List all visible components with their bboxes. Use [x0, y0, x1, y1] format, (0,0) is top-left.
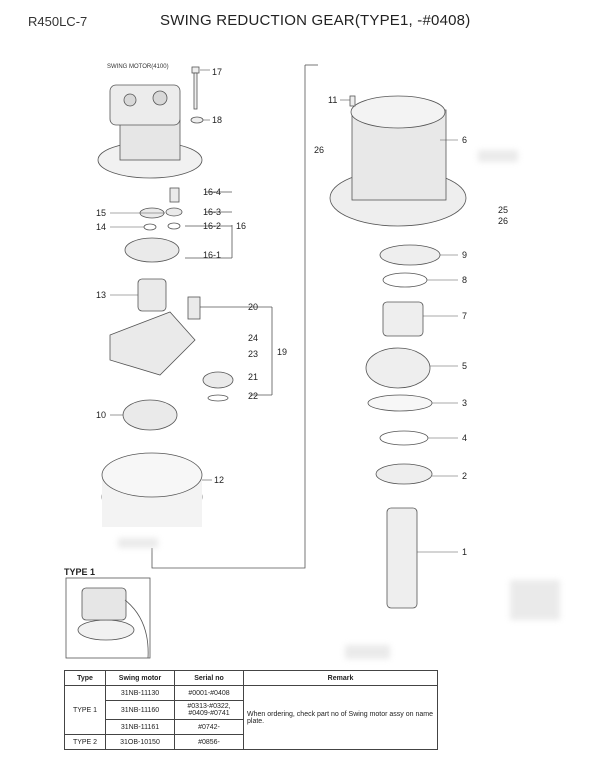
swing-motor-table: Type Swing motor Serial no Remark TYPE 1… — [64, 670, 438, 750]
table-cell-motor: 31NB-11161 — [105, 719, 175, 735]
table-cell-serial: #0856- — [174, 734, 244, 750]
part-label: 24 — [248, 333, 258, 343]
table-cell-type: TYPE 1 — [64, 685, 106, 735]
table-cell-motor: 31NB-11130 — [105, 685, 175, 701]
swing-motor-label: SWING MOTOR(4100) — [107, 64, 169, 70]
page-title: SWING REDUCTION GEAR(TYPE1, -#0408) — [160, 12, 471, 29]
table-row: TYPE 2 31OB-10150 #0856- — [64, 734, 438, 750]
table-cell-serial: #0001-#0408 — [174, 685, 244, 701]
table-header: Swing motor — [105, 670, 175, 686]
table-header: Type — [64, 670, 106, 686]
part-label: 25 — [498, 205, 508, 215]
part-label: 6 — [462, 135, 467, 145]
table-cell-type: TYPE 2 — [64, 734, 106, 750]
table-row: TYPE 1 31NB-11130 #0001-#0408 When order… — [64, 685, 438, 750]
table-cell-serial: #0742- — [174, 719, 244, 735]
part-label: 5 — [462, 361, 467, 371]
part-label: 14 — [96, 222, 106, 232]
part-label: 23 — [248, 349, 258, 359]
table-header: Remark — [243, 670, 438, 686]
part-label: 13 — [96, 290, 106, 300]
type1-label: TYPE 1 — [64, 567, 96, 577]
part-label: 21 — [248, 372, 258, 382]
part-label: 10 — [96, 410, 106, 420]
part-label: 4 — [462, 433, 467, 443]
part-label: 15 — [96, 208, 106, 218]
part-label: 11 — [328, 95, 337, 105]
redaction-mark — [118, 538, 158, 548]
part-label: 18 — [212, 115, 222, 125]
connector-frame — [151, 65, 306, 569]
part-label: 26 — [314, 145, 324, 155]
part-label: 7 — [462, 311, 467, 321]
swing-motor-drawing — [97, 84, 203, 179]
part-label: 2 — [462, 471, 467, 481]
part-label: 3 — [462, 398, 467, 408]
part-label: 9 — [462, 250, 467, 260]
table-cell-serial: #0313-#0322, #0409-#0741 — [174, 700, 244, 720]
part-label: 16 — [236, 221, 246, 231]
redaction-mark — [510, 580, 560, 620]
table-cell-motor: 31NB-11160 — [105, 700, 175, 720]
redaction-mark — [478, 150, 518, 162]
table-header: Serial no — [174, 670, 244, 686]
table-row: 31NB-11160 #0313-#0322, #0409-#0741 — [65, 700, 438, 720]
part-label: 22 — [248, 391, 258, 401]
redaction-mark — [345, 645, 390, 659]
part-label: 26 — [498, 216, 508, 226]
table-cell-motor: 31OB-10150 — [105, 734, 175, 750]
table-cell-remark: When ordering, check part no of Swing mo… — [243, 685, 438, 750]
part-label: 16-1 — [203, 250, 221, 260]
part-label: 16-2 — [203, 221, 221, 231]
part-label: 12 — [214, 475, 224, 485]
part-label: 1 — [462, 547, 467, 557]
part-label: 16-3 — [203, 207, 221, 217]
part-label: 8 — [462, 275, 467, 285]
part-label: 16-4 — [203, 187, 221, 197]
table-header-row: Type Swing motor Serial no Remark — [64, 670, 438, 686]
part-label: 19 — [277, 347, 287, 357]
model-code: R450LC-7 — [28, 14, 88, 29]
part-label: 20 — [248, 302, 258, 312]
part-label: 17 — [212, 67, 222, 77]
